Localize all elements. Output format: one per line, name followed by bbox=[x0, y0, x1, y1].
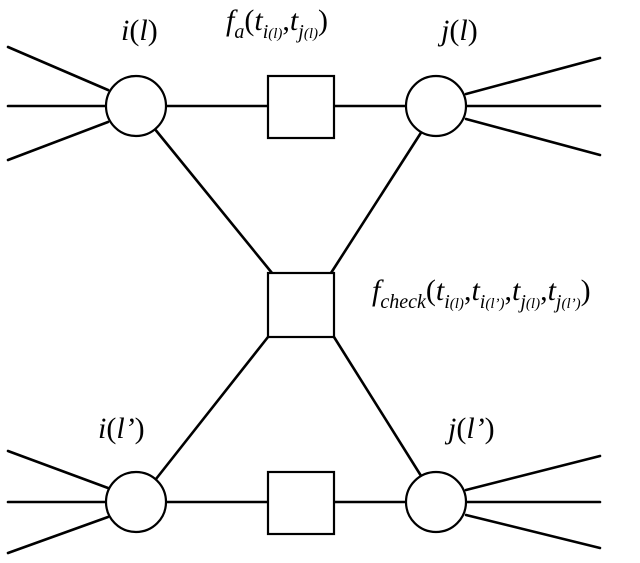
edge-j-l-to-f-check bbox=[329, 126, 426, 275]
variable-node-i-l bbox=[104, 74, 168, 138]
edge-i-l-to-f-check bbox=[152, 126, 274, 275]
factor-node-f-check bbox=[266, 271, 336, 339]
label-i-lp: i(l’) bbox=[98, 412, 145, 445]
variable-node-j-l bbox=[404, 74, 468, 138]
label-i-l: i(l) bbox=[121, 14, 158, 47]
edge-j-lp-stub-lower bbox=[464, 513, 602, 550]
edge-j-l-stub-lower bbox=[464, 117, 602, 157]
variable-node-j-lp bbox=[404, 470, 468, 534]
edge-j-lp-to-f-check bbox=[332, 335, 425, 481]
edge-i-lp-stub-lower bbox=[6, 515, 110, 555]
variable-node-i-lp bbox=[104, 470, 168, 534]
label-j-l: j(l) bbox=[437, 14, 478, 47]
edge-i-l-stub-lower bbox=[6, 120, 110, 162]
edge-j-lp-stub-upper bbox=[464, 454, 602, 492]
edge-i-lp-stub-upper bbox=[6, 449, 110, 490]
label-factor-f-check: fcheck(ti(l),ti(l’),tj(l),tj(l’)) bbox=[372, 274, 591, 313]
factor-node-f-b bbox=[266, 470, 336, 536]
factor-node-f-a bbox=[266, 74, 336, 140]
label-factor-f-a: fa(ti(l),tj(l)) bbox=[226, 4, 328, 43]
edge-j-l-stub-upper bbox=[464, 56, 602, 96]
edge-i-lp-to-f-check bbox=[154, 335, 270, 481]
edge-i-l-stub-upper bbox=[6, 45, 110, 92]
label-j-lp: j(l’) bbox=[444, 412, 495, 445]
